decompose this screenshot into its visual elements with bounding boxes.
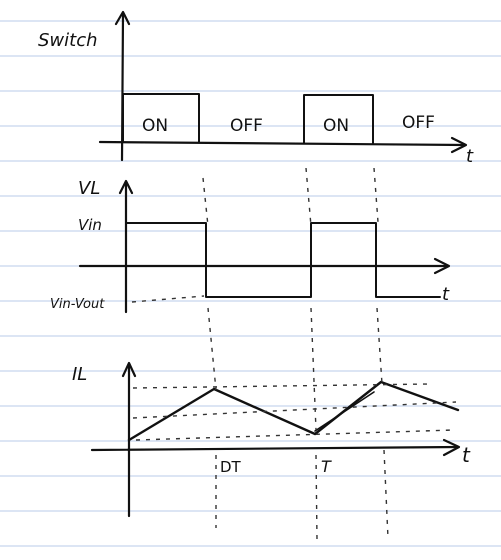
t-vertical-guide: [305, 167, 318, 541]
switch-x-axis: [98, 140, 467, 147]
il-dt-marker: DT: [220, 458, 242, 476]
switch-y-axis-arrow: [114, 10, 131, 26]
il-x-axis: [90, 445, 460, 452]
switch-t-label: t: [466, 146, 474, 167]
switch-state-off-1: OFF: [230, 116, 263, 136]
il-y-axis-arrow: [121, 361, 137, 378]
il-t-marker: T: [321, 457, 332, 476]
vl-low-dashed-line: [131, 295, 205, 303]
il-current-waveform: [127, 380, 460, 442]
il-t-label: t: [462, 443, 471, 467]
vl-axis-label: VL: [78, 178, 100, 199]
switch-on-pulse-2: [303, 94, 374, 144]
vl-panel: VL t Vin Vin-Vout: [50, 178, 451, 314]
switch-state-on-2: ON: [323, 116, 349, 136]
vl-y-axis-arrow: [118, 179, 134, 195]
dt-vertical-guide: [202, 177, 217, 528]
switch-axis-label: Switch: [38, 30, 98, 51]
vl-x-axis-arrow: [433, 257, 451, 275]
il-axis-label: IL: [72, 364, 87, 385]
second-on-end-vertical-guide: [373, 167, 389, 539]
notebook-rule-lines: [0, 20, 501, 547]
il-x-axis-arrow: [442, 438, 461, 457]
vl-high-label: Vin: [78, 216, 102, 234]
il-rise-retrace: [314, 391, 375, 432]
switch-state-on-1: ON: [142, 116, 168, 136]
switch-on-pulse-1: [122, 93, 200, 143]
switch-x-axis-arrow: [450, 136, 468, 154]
switch-panel: Switch t ON OFF ON OFF: [38, 10, 474, 167]
vertical-time-guides: [202, 167, 389, 541]
il-panel: IL t DT T: [72, 361, 471, 518]
vl-waveform: [125, 222, 441, 298]
vl-t-label: t: [442, 284, 450, 305]
vl-low-label: Vin-Vout: [50, 297, 105, 312]
switch-state-off-2: OFF: [402, 113, 435, 133]
il-peak-dashed-line: [132, 383, 431, 389]
il-average-dashed-line: [132, 401, 457, 419]
il-valley-dashed-line: [135, 429, 455, 441]
